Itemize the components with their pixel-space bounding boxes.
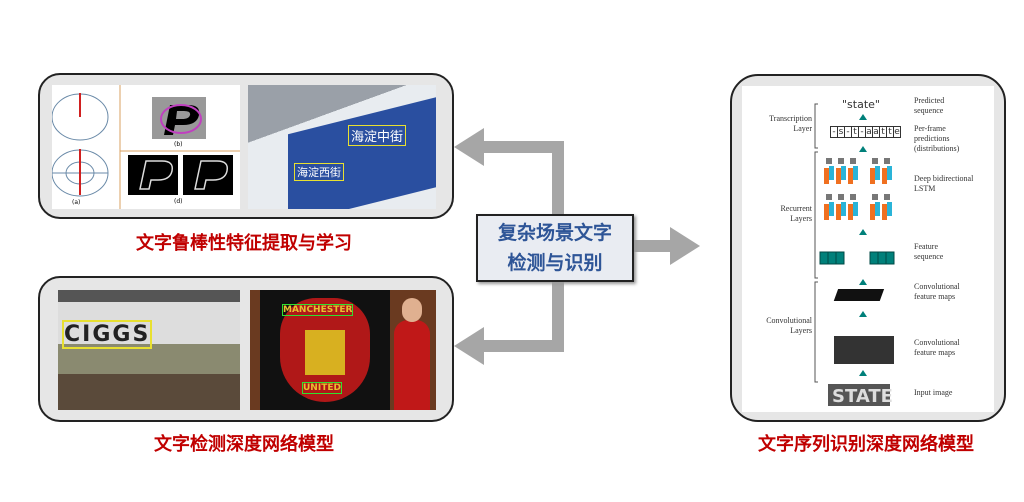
crest-top-text: MANCHESTER (282, 304, 354, 316)
crest-photo: MANCHESTER UNITED (250, 290, 436, 410)
feature-learning-panel: (a) (b) (d) 海淀中街 海淀西街 (38, 73, 454, 219)
lstm-cell (882, 204, 887, 220)
sign-text-1: 海淀中街 (348, 125, 407, 146)
center-line-1: 复杂场景文字 (497, 222, 612, 244)
label-predicted: Predicted sequence (914, 96, 945, 115)
lstm-cell (884, 194, 890, 200)
lstm-cell (829, 166, 834, 180)
ellipse-figure: (a) (b) (d) (52, 85, 240, 209)
lstm-cell (838, 158, 844, 164)
subfig-label-d: (d) (174, 198, 183, 205)
lstm-cell (853, 166, 858, 180)
frame-cell: e (893, 126, 901, 138)
lstm-cell (875, 202, 880, 216)
subfig-label-a: (a) (72, 199, 81, 206)
sign-text-2: 海淀西街 (294, 163, 344, 181)
lstm-cell (824, 168, 829, 184)
predicted-sequence: "state" (842, 98, 880, 111)
lstm-cell (850, 158, 856, 164)
lstm-cell (870, 168, 875, 184)
lstm-cell (836, 168, 841, 184)
lstm-cell (887, 166, 892, 180)
lstm-cell (848, 168, 853, 184)
label-per-frame: Per-frame predictions (distributions) (914, 124, 960, 153)
lstm-cell (841, 166, 846, 180)
subfig-label-b: (b) (174, 141, 183, 148)
letter-p-outline (139, 160, 174, 190)
lstm-cell (875, 166, 880, 180)
lstm-cell (826, 158, 832, 164)
lstm-cell (836, 204, 841, 220)
letter-p-outline (194, 160, 229, 190)
center-topic-box: 复杂场景文字 检测与识别 (476, 214, 634, 282)
street-sign-photo: 海淀中街 海淀西街 (248, 85, 436, 209)
lstm-cell (850, 194, 856, 200)
caption-detection-model: 文字检测深度网络模型 (154, 434, 334, 455)
label-input-image: Input image (914, 388, 953, 397)
label-feature-sequence: Feature sequence (914, 242, 944, 261)
lstm-cell (887, 202, 892, 216)
letter-p-shape (164, 105, 200, 135)
lstm-cell (829, 202, 834, 216)
crest-bottom-text: UNITED (302, 382, 342, 394)
lstm-cell (826, 194, 832, 200)
lstm-cell (841, 202, 846, 216)
center-line-2: 检测与识别 (507, 252, 603, 274)
caption-feature-learning: 文字鲁棒性特征提取与学习 (136, 233, 352, 254)
label-lstm: Deep bidirectional LSTM (914, 174, 974, 193)
lstm-cell (853, 202, 858, 216)
label-recurrent-layers: Recurrent Layers (780, 204, 812, 223)
detection-panel: CIGGS MANCHESTER UNITED (38, 276, 454, 422)
label-conv-maps-2: Convolutional feature maps (914, 338, 960, 357)
lstm-cell (882, 168, 887, 184)
caption-recognition-model: 文字序列识别深度网络模型 (758, 434, 974, 455)
lstm-cell (872, 194, 878, 200)
label-conv-maps-1: Convolutional feature maps (914, 282, 960, 301)
lstm-cell (870, 204, 875, 220)
label-transcription-layer: Transcription Layer (769, 114, 812, 133)
input-image-word: STATE (832, 386, 893, 407)
lstm-cell (872, 158, 878, 164)
lstm-cell (824, 204, 829, 220)
label-convolutional-layers: Convolutional Layers (766, 316, 812, 335)
storefront-photo: CIGGS (58, 290, 240, 410)
store-sign-text: CIGGS (62, 320, 153, 349)
lstm-cell (884, 158, 890, 164)
lstm-cell (838, 194, 844, 200)
lstm-cell (848, 204, 853, 220)
